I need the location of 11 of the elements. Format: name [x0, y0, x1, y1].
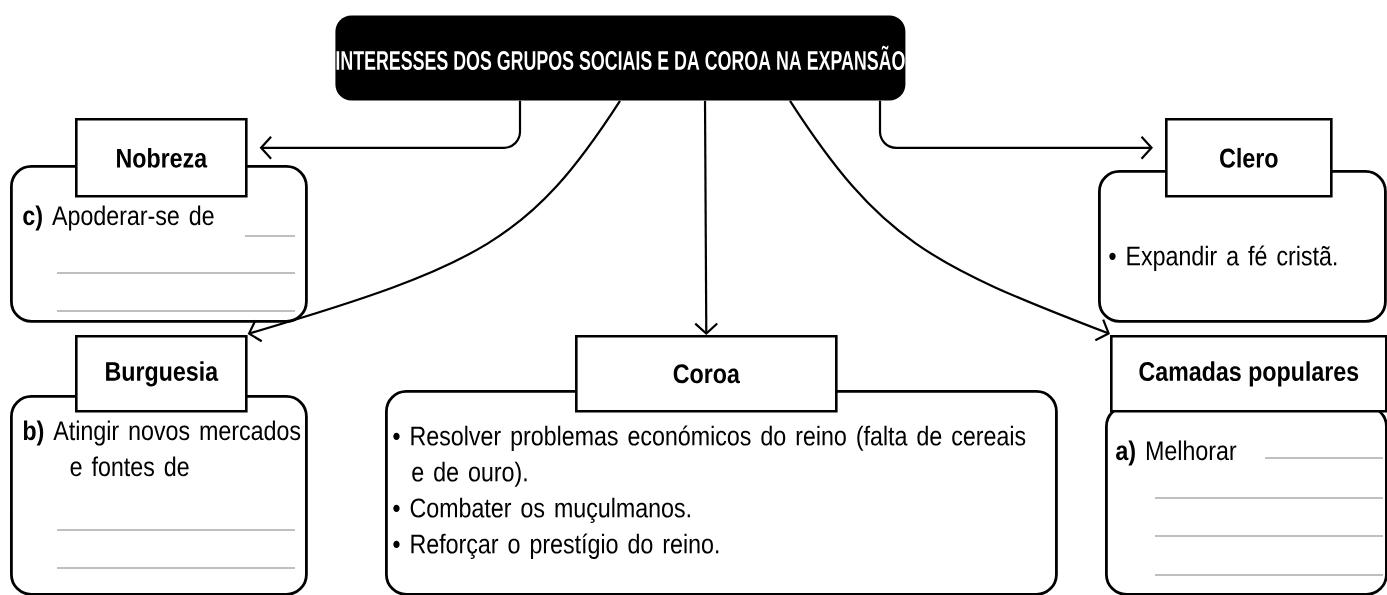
arrow: [878, 100, 1153, 160]
arrow: [247, 100, 621, 343]
heading-box: Burguesia: [75, 335, 248, 413]
arrow: [259, 100, 522, 160]
arrow: [789, 100, 1110, 342]
title-box: INTERESSES DOS GRUPOS SOCIAIS E DA COROA NA EXPANSÃO: [335, 15, 906, 101]
heading-box: Camadas populares: [1110, 335, 1387, 413]
heading-box: Clero: [1165, 118, 1333, 198]
heading-box: Nobreza: [75, 118, 248, 198]
heading-box: Coroa: [575, 335, 838, 413]
arrow: [694, 100, 718, 335]
